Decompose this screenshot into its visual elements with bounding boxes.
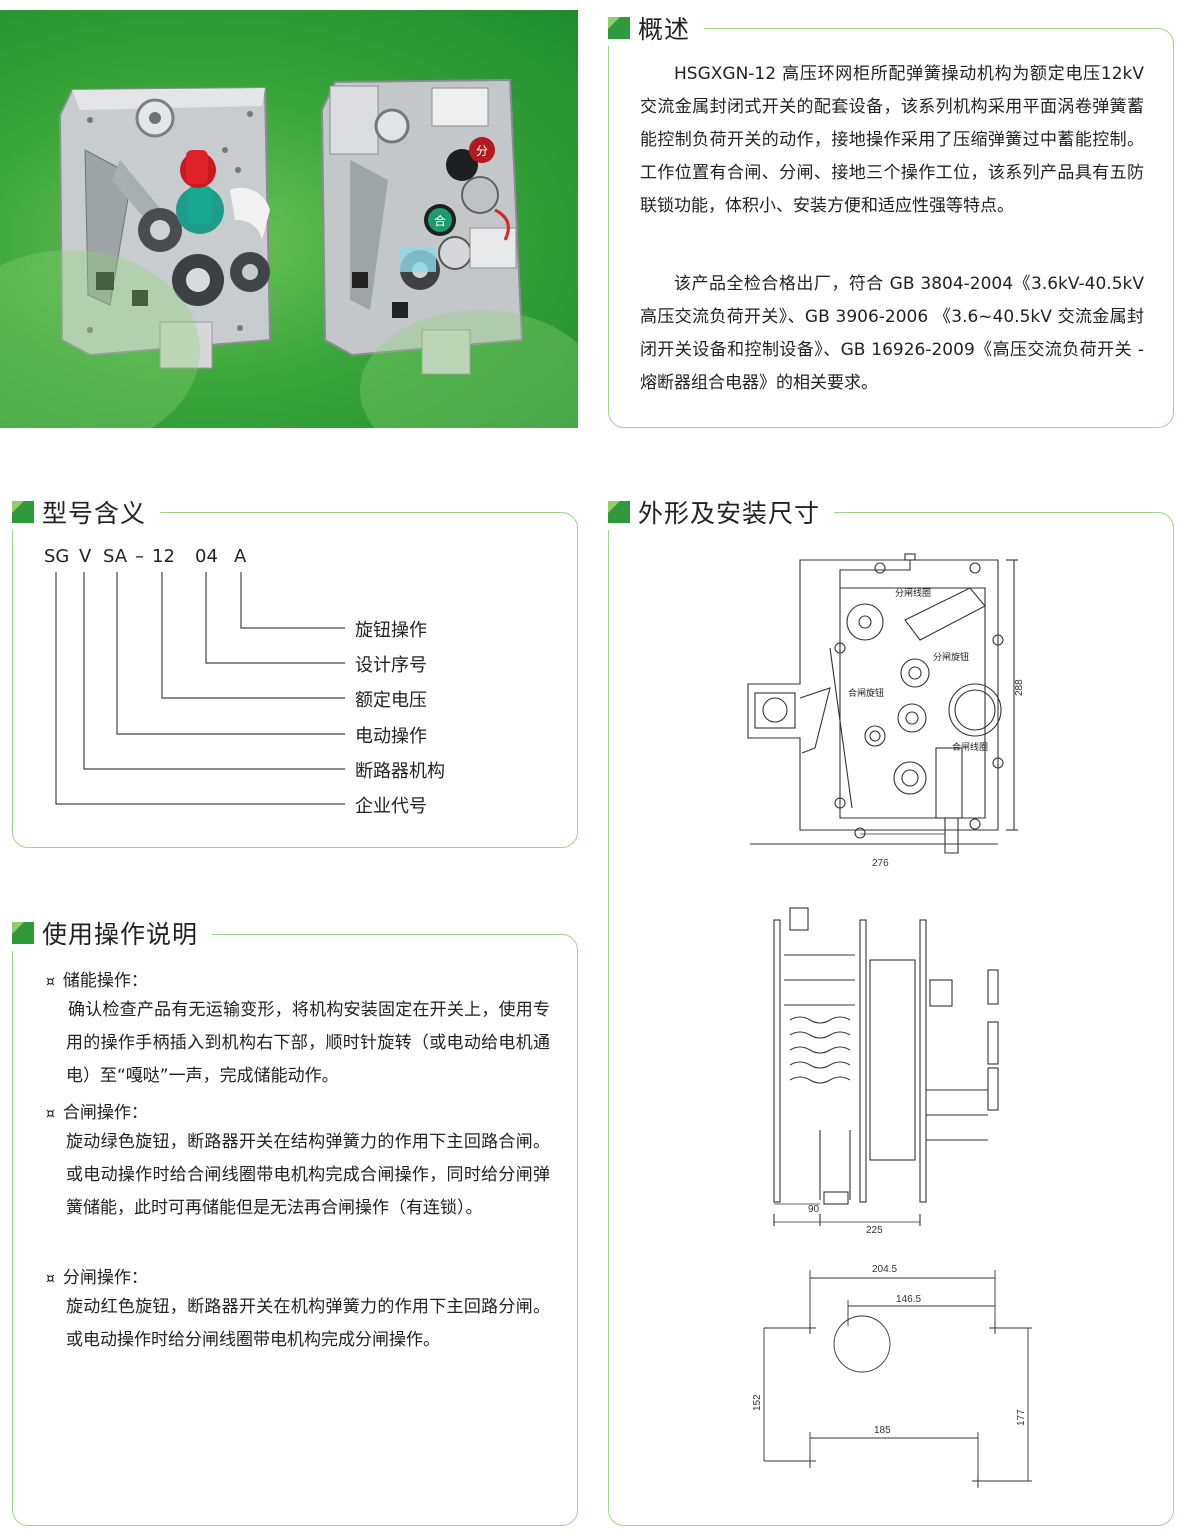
dimensions-header: 外形及安装尺寸 — [608, 494, 835, 530]
meaning-rated-voltage: 额定电压 — [355, 690, 427, 711]
usage-item-close-body: 旋动绿色旋钮，断路器开关在结构弹簧力的作用下主回路合闸。或电动操作时给合闸线圈带… — [66, 1132, 550, 1218]
label-open-knob: 分闸旋钮 — [933, 651, 969, 663]
usage-header: 使用操作说明 — [12, 915, 213, 951]
usage-item-charge-body: 确认检查产品有无运输变形，将机构安装固定在开关上，使用专用的操作手柄插入到机构右… — [66, 1000, 550, 1086]
section-square-icon — [608, 501, 630, 523]
mechanism-right: 分 合 — [320, 78, 524, 375]
overview-paragraph-2: 该产品全检合格出厂，符合 GB 3804-2004《3.6kV-40.5kV高压… — [640, 274, 1144, 393]
bullet-mark-icon: ¤ — [46, 1106, 55, 1122]
bullet-mark-icon: ¤ — [46, 1271, 55, 1287]
bullet-mark-icon: ¤ — [46, 974, 55, 990]
dim-mount-bottom: 185 — [874, 1425, 891, 1436]
overview-paragraph-1: HSGXGN-12 高压环网柜所配弹簧操动机构为额定电压12kV 交流金属封闭式… — [640, 64, 1144, 216]
meaning-knob-operation: 旋钮操作 — [355, 620, 427, 641]
label-open-coil: 分闸线圈 — [895, 587, 931, 599]
mechanism-left — [58, 86, 272, 369]
code-dash: – — [135, 546, 144, 567]
label-close-coil: 合闸线圈 — [952, 741, 988, 753]
dim-mount-inner: 146.5 — [896, 1294, 921, 1305]
meaning-design-serial: 设计序号 — [355, 655, 427, 676]
dim-front-width: 276 — [872, 858, 889, 869]
usage-title: 使用操作说明 — [42, 920, 199, 949]
overview-header: 概述 — [608, 10, 705, 46]
front-view-drawing: 分闸线圈 分闸旋钮 合闸旋钮 合闸线圈 276 288 — [747, 553, 1025, 869]
overview-title: 概述 — [638, 15, 691, 44]
meaning-electric-operation: 电动操作 — [355, 726, 427, 747]
section-square-icon — [608, 17, 630, 39]
photo-label-open: 分 — [476, 144, 488, 158]
meaning-breaker-mechanism: 断路器机构 — [355, 761, 445, 782]
model-header: 型号含义 — [12, 494, 161, 530]
code-sa: SA — [103, 546, 128, 567]
meaning-enterprise-code: 企业代号 — [355, 796, 427, 817]
label-close-knob: 合闸旋钮 — [848, 687, 884, 699]
mechanism-photo-illustration: 分 合 — [58, 78, 524, 375]
dim-side-90: 90 — [808, 1204, 820, 1215]
photo-label-close: 合 — [434, 213, 446, 228]
side-view-drawing: 90 225 — [773, 907, 999, 1236]
mounting-view-drawing: 204.5 146.5 152 177 185 — [752, 1264, 1032, 1488]
dim-front-height: 288 — [1014, 679, 1025, 696]
usage-item-open-body: 旋动红色旋钮，断路器开关在机构弹簧力的作用下主回路分闸。或电动操作时给分闸线圈带… — [66, 1297, 550, 1350]
code-v: V — [79, 546, 92, 567]
dim-mount-left: 152 — [752, 1394, 763, 1411]
model-card — [12, 512, 578, 848]
usage-item-open-head: ¤分闸操作： — [46, 1268, 148, 1288]
product-photo: 分 合 — [0, 10, 578, 428]
model-connector-lines — [55, 572, 345, 805]
overview-card — [608, 28, 1174, 428]
section-square-icon — [12, 501, 34, 523]
dim-mount-right: 177 — [1016, 1409, 1027, 1426]
section-square-icon — [12, 922, 34, 944]
usage-item-close-head: ¤合闸操作： — [46, 1103, 148, 1123]
usage-item-charge-head: ¤储能操作： — [46, 971, 148, 991]
dim-mount-top: 204.5 — [872, 1264, 897, 1275]
code-04: 04 — [195, 546, 218, 567]
code-sg: SG — [44, 546, 70, 567]
code-a: A — [234, 546, 247, 567]
dimensions-title: 外形及安装尺寸 — [638, 499, 821, 528]
dim-side-225: 225 — [866, 1225, 883, 1236]
model-title: 型号含义 — [42, 499, 147, 528]
usage-card — [12, 934, 578, 1526]
code-12: 12 — [152, 546, 175, 567]
